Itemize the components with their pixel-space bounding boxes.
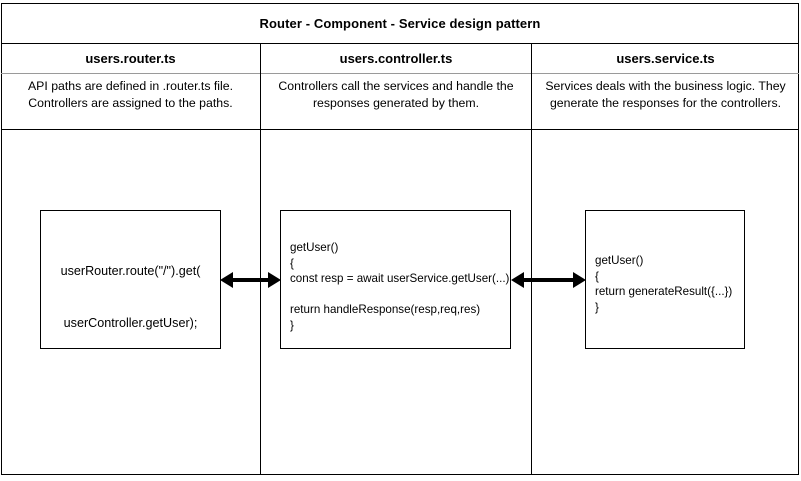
column-header-router: users.router.ts <box>85 51 176 66</box>
arrow-head-left-icon <box>220 272 233 288</box>
connector-router-controller <box>220 272 281 288</box>
column-header-controller: users.controller.ts <box>339 51 453 66</box>
column-description-controller: Controllers call the services and handle… <box>278 79 514 110</box>
code-box-router-text: userRouter.route("/").get( userControlle… <box>60 264 201 330</box>
column-header-service: users.service.ts <box>616 51 715 66</box>
arrow-shaft <box>521 278 576 282</box>
arrow-head-right-icon <box>268 272 281 288</box>
column-description-service: Services deals with the business logic. … <box>545 79 786 110</box>
code-box-service-text: getUser() { return generateResult({...})… <box>595 254 733 314</box>
arrow-head-right-icon <box>573 272 586 288</box>
diagram-frame <box>1 3 799 475</box>
column-divider-1 <box>260 43 261 475</box>
connector-controller-service <box>511 272 586 288</box>
column-divider-2 <box>531 43 532 475</box>
code-box-service[interactable]: getUser() { return generateResult({...})… <box>585 210 745 349</box>
arrow-head-left-icon <box>511 272 524 288</box>
code-box-controller-text: getUser() { const resp = await userServi… <box>290 241 510 332</box>
title-row-divider <box>1 43 799 44</box>
header-row-divider <box>1 73 799 74</box>
description-row-divider <box>1 129 799 130</box>
arrow-shaft <box>230 278 271 282</box>
code-box-router[interactable]: userRouter.route("/").get( userControlle… <box>40 210 221 349</box>
diagram-title: Router - Component - Service design patt… <box>259 15 541 31</box>
column-description-router: API paths are defined in .router.ts file… <box>27 79 234 110</box>
code-box-controller[interactable]: getUser() { const resp = await userServi… <box>280 210 511 349</box>
